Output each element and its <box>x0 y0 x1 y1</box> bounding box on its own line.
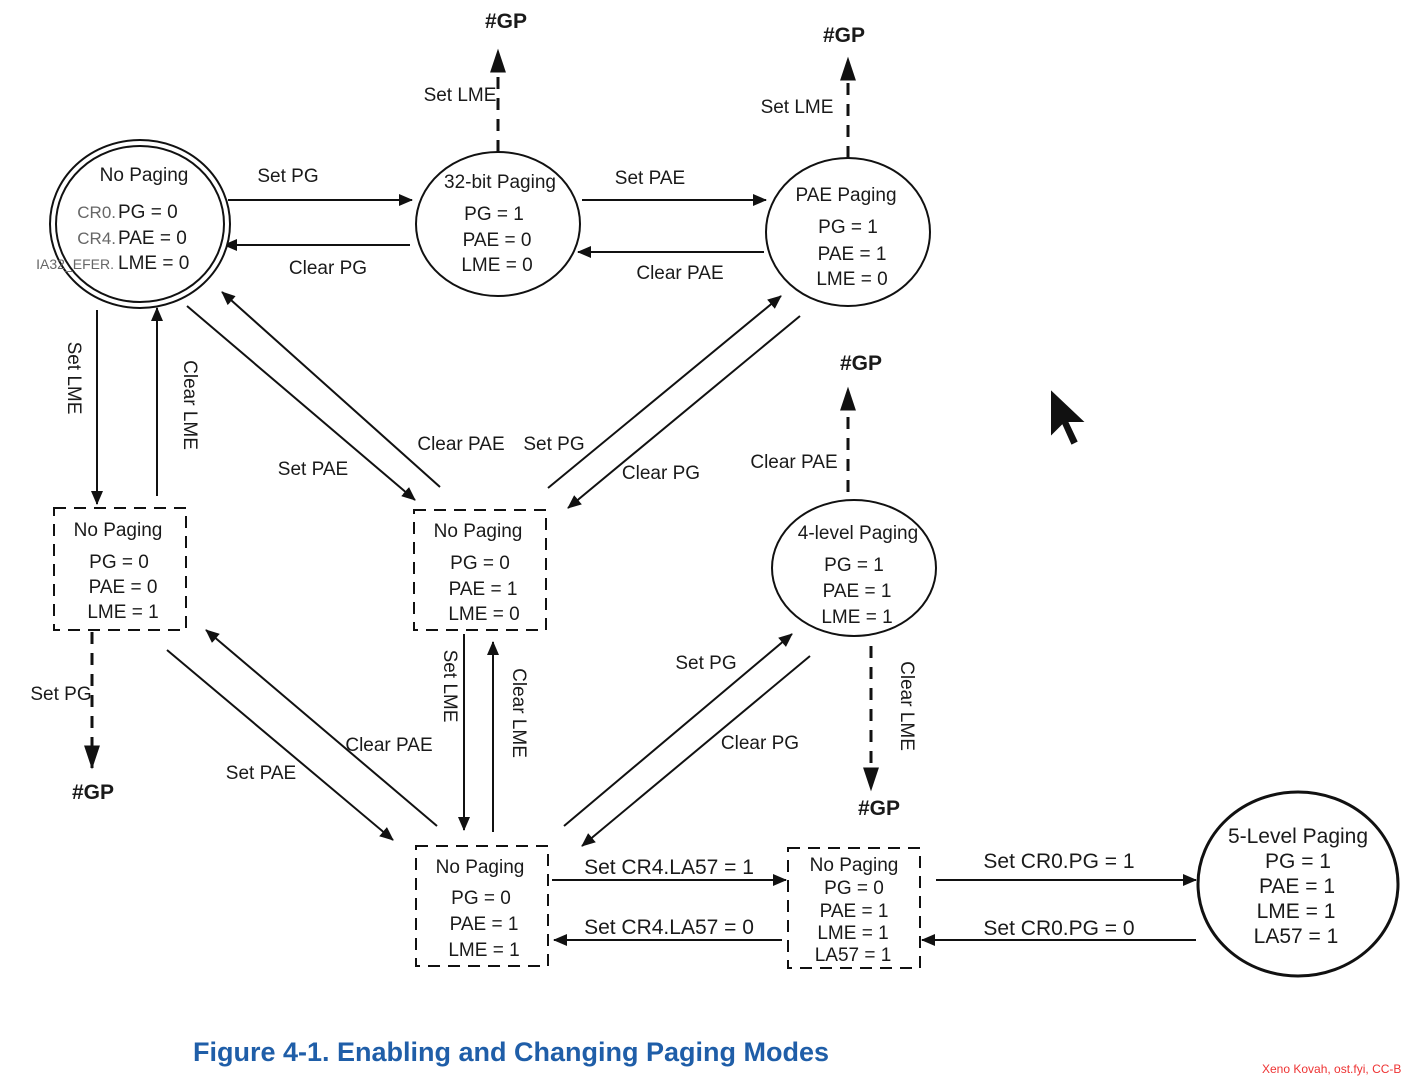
node-line: PAE = 0 <box>463 230 532 251</box>
node-line: PAE = 1 <box>823 581 892 602</box>
node-line: LME = 1 <box>821 607 892 628</box>
gp-label: #GP <box>840 352 882 375</box>
node-line: PG = 1 <box>464 204 524 225</box>
node-no-paging-pae-lme: No Paging PG = 0 PAE = 1 LME = 1 <box>415 845 549 967</box>
edge-label: Clear LME <box>179 360 200 450</box>
edge-set-pae-3 <box>166 649 394 841</box>
edge-label: Set CR0.PG = 1 <box>983 850 1134 873</box>
edge-label: Set LME <box>424 85 497 106</box>
node-line: LME = 1 <box>87 602 158 623</box>
cursor-icon <box>1049 385 1090 448</box>
edge-label: Set CR4.LA57 = 0 <box>584 916 754 939</box>
node-title: No Paging <box>100 165 189 186</box>
node-line: LME = 0 <box>816 269 887 290</box>
node-line: PG = 1 <box>1265 850 1331 873</box>
node-pae-paging: PAE Paging PG = 1 PAE = 1 LME = 0 <box>765 157 931 307</box>
node-title: 5-Level Paging <box>1228 825 1368 848</box>
node-line: PAE = 0 <box>89 577 158 598</box>
edge-label: Set PG <box>30 684 91 705</box>
edge-clear-pg-3 <box>581 655 811 847</box>
reg-cr4: CR4. <box>77 229 116 248</box>
node-line: LME = 0 <box>461 255 532 276</box>
node-line: LME = 1 <box>448 940 519 961</box>
node-line: PG = 0 <box>89 552 149 573</box>
node-title: 32-bit Paging <box>444 172 556 193</box>
node-no-paging-lme: No Paging PG = 0 PAE = 0 LME = 1 <box>53 507 187 631</box>
edge-label: Clear LME <box>896 661 917 751</box>
gp-label: #GP <box>72 781 114 804</box>
edge-label: Clear PAE <box>417 434 504 455</box>
node-title: No Paging <box>434 521 523 542</box>
node-line: PG = 1 <box>824 555 884 576</box>
node-5level-paging: 5-Level Paging PG = 1 PAE = 1 LME = 1 LA… <box>1196 790 1400 978</box>
edge-label: Set PAE <box>615 168 685 189</box>
node-4level-paging: 4-level Paging PG = 1 PAE = 1 LME = 1 <box>771 499 937 637</box>
node-title: No Paging <box>810 855 899 876</box>
node-line: PAE = 1 <box>820 901 889 922</box>
edge-label: Set PG <box>523 434 584 455</box>
node-title: No Paging <box>74 520 163 541</box>
edge-label: Clear PAE <box>750 452 837 473</box>
node-line: LME = 0 <box>118 253 189 274</box>
node-line: LME = 0 <box>448 604 519 625</box>
edge-label: Clear PG <box>622 463 700 484</box>
node-no-paging-pae: No Paging PG = 0 PAE = 1 LME = 0 <box>413 509 547 631</box>
edge-label: Set LME <box>439 650 460 723</box>
reg-cr0: CR0. <box>77 203 116 222</box>
node-line: LA57 = 1 <box>1254 925 1339 948</box>
edge-label: Clear PG <box>289 258 367 279</box>
node-line: PG = 0 <box>450 553 510 574</box>
gp-label: #GP <box>485 10 527 33</box>
edge-set-pg-3 <box>563 633 793 827</box>
node-line: PAE = 1 <box>1259 875 1335 898</box>
edge-clear-pae-2 <box>221 291 441 488</box>
node-line: LME = 1 <box>1257 900 1336 923</box>
edge-label: Clear PAE <box>636 263 723 284</box>
node-title: 4-level Paging <box>798 523 918 544</box>
edge-set-pg-2 <box>547 295 782 489</box>
edge-label: Clear PG <box>721 733 799 754</box>
edge-label: Set LME <box>761 97 834 118</box>
node-line: LME = 1 <box>817 923 888 944</box>
node-line: PAE = 0 <box>118 228 187 249</box>
edge-label: Clear PAE <box>345 735 432 756</box>
edge-label: Set LME <box>63 342 84 415</box>
edge-label: Set CR0.PG = 0 <box>983 917 1134 940</box>
edge-label: Set PAE <box>226 763 296 784</box>
edge-label: Set CR4.LA57 = 1 <box>584 856 754 879</box>
edge-label: Set PG <box>675 653 736 674</box>
edge-clear-pg-2 <box>567 315 801 509</box>
gp-label: #GP <box>823 24 865 47</box>
credit-text: Xeno Kovah, ost.fyi, CC-B <box>1262 1062 1401 1076</box>
edge-label: Set PG <box>257 166 318 187</box>
node-line: PG = 0 <box>824 878 884 899</box>
node-line: PG = 0 <box>118 202 178 223</box>
edge-label: Set PAE <box>278 459 348 480</box>
node-line: PAE = 1 <box>818 244 887 265</box>
edge-set-pae-2 <box>186 305 416 501</box>
node-no-paging-la57: No Paging PG = 0 PAE = 1 LME = 1 LA57 = … <box>787 847 921 969</box>
edge-label: Clear LME <box>508 668 529 758</box>
node-line: PAE = 1 <box>450 914 519 935</box>
reg-efer: IA32_EFER. <box>36 256 114 272</box>
edge-clear-pae-3 <box>205 629 438 827</box>
node-line: LA57 = 1 <box>815 945 892 966</box>
node-line: PG = 0 <box>451 888 511 909</box>
node-32bit-paging: 32-bit Paging PG = 1 PAE = 0 LME = 0 <box>415 151 581 297</box>
gp-label: #GP <box>858 797 900 820</box>
node-line: PAE = 1 <box>449 579 518 600</box>
figure-caption: Figure 4-1. Enabling and Changing Paging… <box>193 1037 829 1067</box>
node-title: No Paging <box>436 857 525 878</box>
node-title: PAE Paging <box>795 185 896 206</box>
node-no-paging-init: No Paging CR0. PG = 0 CR4. PAE = 0 IA32_… <box>36 139 231 309</box>
node-line: PG = 1 <box>818 217 878 238</box>
